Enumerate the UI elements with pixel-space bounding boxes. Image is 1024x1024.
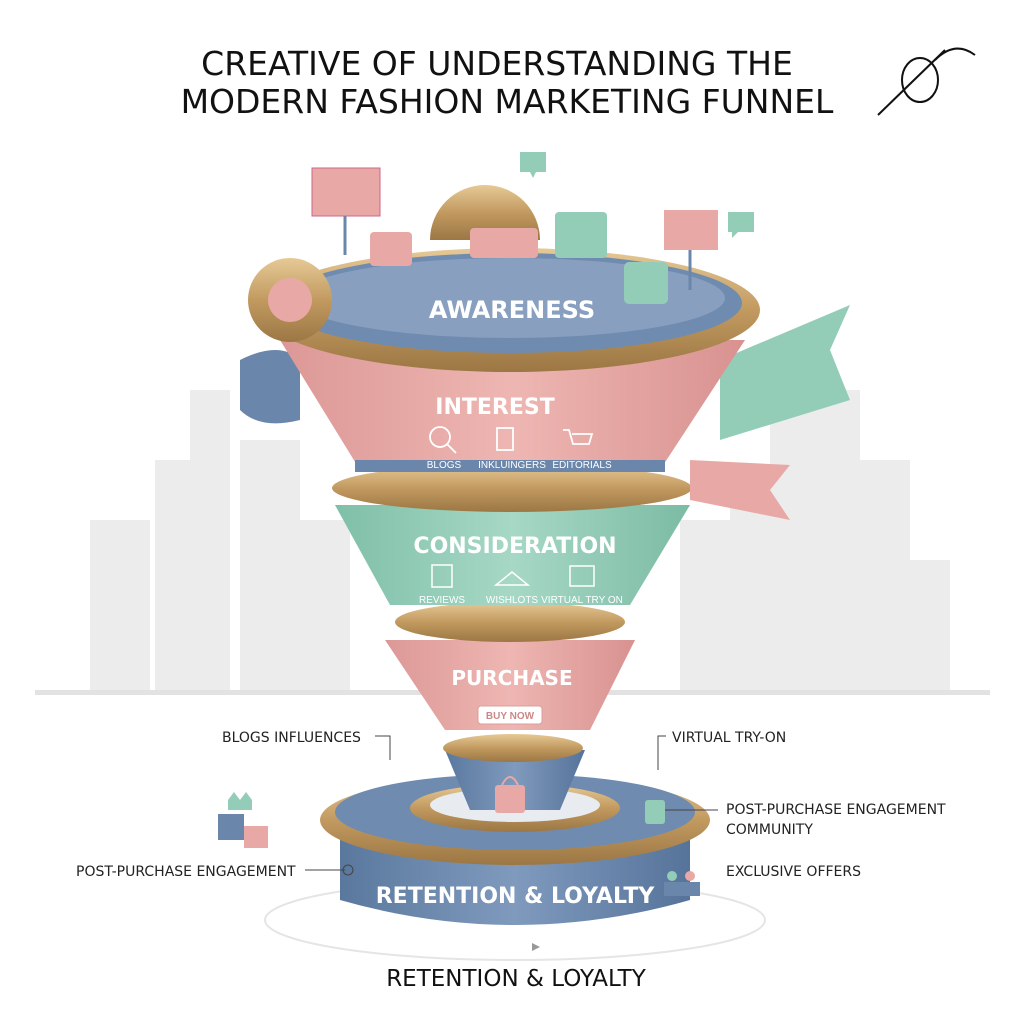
title-line-1: CREATIVE OF UNDERSTANDING THE	[201, 44, 793, 83]
billboard-icon	[311, 167, 381, 255]
interest-label: INTEREST	[435, 395, 554, 420]
callout-virtual-try-on: VIRTUAL TRY-ON	[672, 730, 786, 746]
shopping-bag-icon	[495, 776, 525, 813]
heart-card-icon	[470, 228, 538, 258]
video-chat-icon	[520, 152, 546, 178]
virtual-try-on-icon	[569, 565, 595, 587]
interest-section	[280, 340, 745, 470]
consideration-label: CONSIDERATION	[413, 534, 616, 559]
reviews-icon	[431, 564, 453, 588]
arrow-icon	[532, 943, 540, 951]
browser-heart-icon	[555, 212, 607, 258]
gear-icon	[430, 185, 540, 240]
ribbon	[720, 305, 850, 440]
gold-ring	[443, 734, 583, 762]
gear-icon	[248, 258, 332, 342]
influencer-icon	[496, 427, 514, 451]
buy-now-label: BUY NOW	[486, 711, 535, 722]
twitter-icon	[624, 262, 668, 304]
interest-item: EDITORIALS	[552, 460, 612, 471]
retention-label: RETENTION & LOYALTY	[376, 884, 656, 909]
city-skyline	[35, 360, 990, 695]
title-line-2: MODERN FASHION MARKETING FUNNEL	[181, 82, 834, 121]
magnifier-icon	[429, 426, 457, 454]
consideration-item: VIRTUAL TRY ON	[541, 595, 623, 606]
callout-community: COMMUNITY	[726, 822, 813, 838]
consideration-item: REVIEWS	[419, 595, 465, 606]
heart-card-icon	[645, 800, 665, 824]
community-people-icon	[664, 871, 700, 896]
callout-post-purchase-left: POST-PURCHASE ENGAGEMENT	[76, 864, 296, 880]
interest-item: BLOGS	[427, 460, 462, 471]
awareness-label: AWARENESS	[429, 296, 595, 324]
billboard-icon	[664, 210, 718, 290]
hanger-icon	[493, 571, 531, 586]
buy-now-button[interactable]	[477, 705, 543, 725]
needle-thread-icon	[877, 47, 976, 116]
interest-item: INKLUINGERS	[478, 460, 546, 471]
footer-label: RETENTION & LOYALTY	[386, 966, 647, 992]
purchase-label: PURCHASE	[451, 666, 572, 690]
consideration-item: WISHLOTS	[486, 595, 539, 606]
cart-icon	[563, 429, 594, 445]
ribbon	[240, 350, 300, 424]
callout-post-purchase-1: POST-PURCHASE ENGAGEMENT	[726, 802, 946, 818]
callout-line	[375, 735, 391, 760]
callout-line	[657, 735, 666, 770]
callout-exclusive-offers: EXCLUSIVE OFFERS	[726, 864, 861, 880]
gift-crown-icon	[218, 792, 268, 848]
purchase-section	[385, 640, 635, 730]
consideration-section	[335, 505, 690, 605]
ribbon	[690, 460, 790, 520]
callout-blogs-influences: BLOGS INFLUENCES	[222, 730, 361, 746]
chat-icon	[728, 212, 754, 238]
camera-icon	[370, 232, 412, 266]
